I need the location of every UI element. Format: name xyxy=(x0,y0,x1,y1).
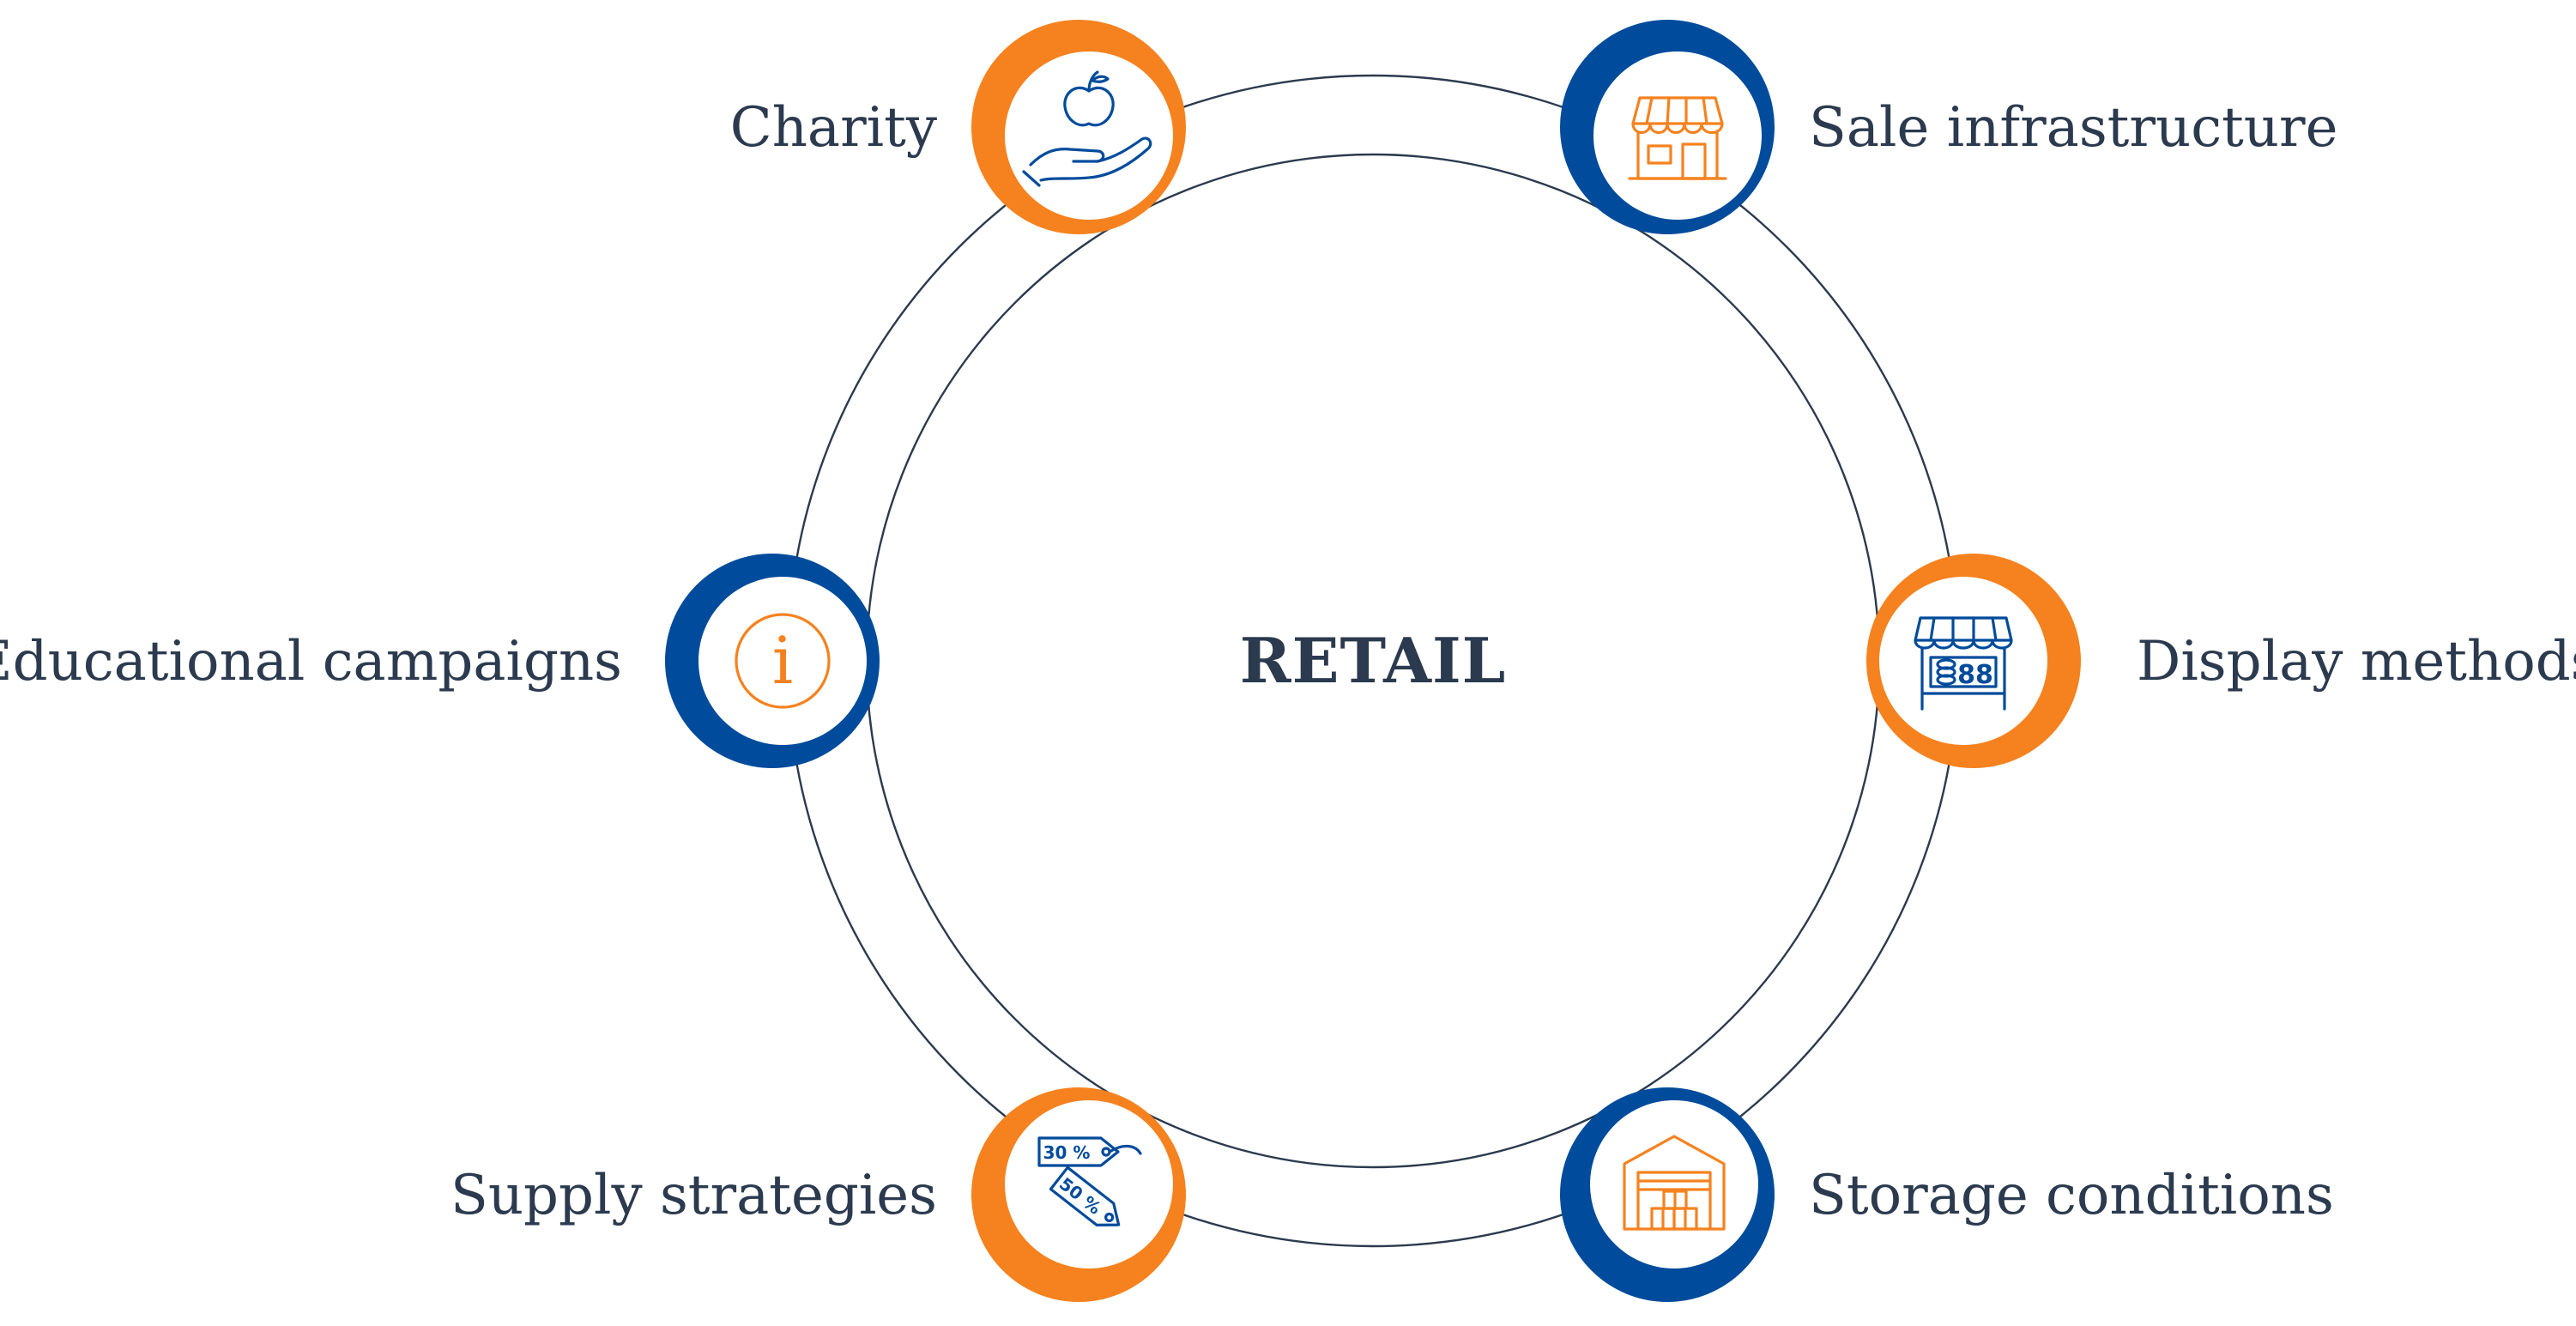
node-sale-infrastructure: Sale infrastructure xyxy=(1560,20,2337,234)
node-label-display-methods: Display methods xyxy=(2137,630,2576,693)
icon-disc xyxy=(1005,51,1173,220)
price-tag-30: 30 % xyxy=(1043,1142,1091,1163)
market-stall-icon: 88 xyxy=(1914,616,2013,711)
node-educational-campaigns: i Educational campaigns xyxy=(0,554,880,768)
center-label: RETAIL xyxy=(1240,624,1507,697)
hand-apple-icon xyxy=(1022,70,1152,187)
node-storage-conditions: Storage conditions xyxy=(1560,1087,2334,1302)
node-label-supply-strategies: Supply strategies xyxy=(450,1164,937,1227)
info-icon: i xyxy=(735,613,831,709)
storefront-icon xyxy=(1628,96,1727,180)
icon-disc xyxy=(1590,1100,1758,1268)
stall-icon-glyph: 88 xyxy=(1957,660,1993,690)
node-display-methods: 88 Display methods xyxy=(1866,554,2576,768)
node-charity: Charity xyxy=(730,20,1186,234)
icon-disc xyxy=(698,577,867,745)
node-label-storage-conditions: Storage conditions xyxy=(1809,1164,2334,1227)
info-glyph: i xyxy=(772,622,793,699)
node-label-sale-infrastructure: Sale infrastructure xyxy=(1809,96,2337,160)
node-supply-strategies: 30 % 50 % Supply strategies xyxy=(450,1087,1186,1302)
warehouse-icon xyxy=(1623,1135,1726,1231)
icon-disc xyxy=(1593,51,1762,220)
node-label-charity: Charity xyxy=(730,96,937,160)
node-label-educational-campaigns: Educational campaigns xyxy=(0,630,622,693)
